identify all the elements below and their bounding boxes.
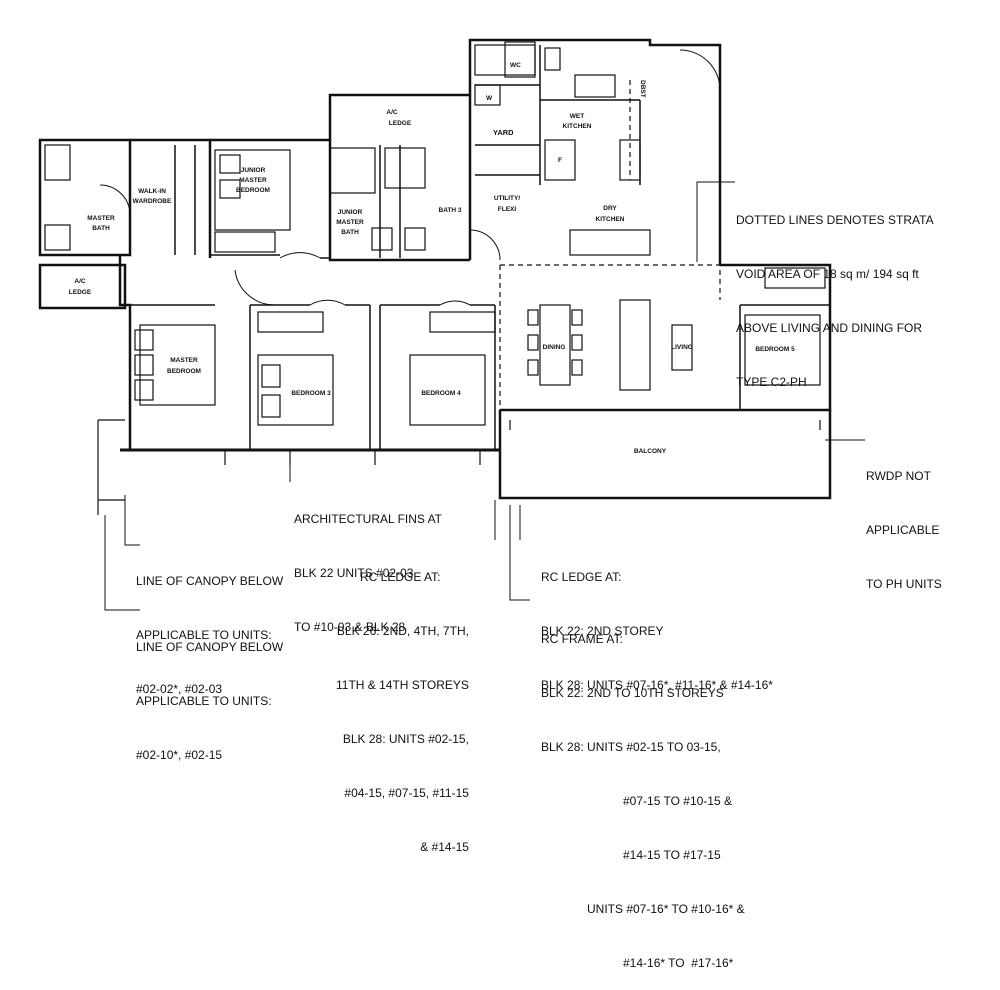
label-jmb-3: BEDROOM [236, 187, 270, 194]
label-dry-kitchen-1: DRY [603, 205, 617, 212]
label-dry-kitchen-2: KITCHEN [596, 216, 625, 223]
note-rc-frame-line-6: UNITS #07-16* TO #10-16* & [587, 902, 745, 916]
note-canopy1-line-1: LINE OF CANOPY BELOW [136, 574, 284, 588]
note-rc-ledge-right-line-2: BLK 22: 2ND STOREY [541, 624, 664, 638]
label-bedroom-3: BEDROOM 3 [291, 390, 331, 397]
label-ac-ledge-top-2: LEDGE [389, 120, 412, 127]
note-rc-frame-line-2: BLK 22: 2ND TO 10TH STOREYS [541, 686, 724, 700]
label-master-bath-2: BATH [92, 225, 110, 232]
note-rc-frame-line-3: BLK 28: UNITS #02-15 TO 03-15, [541, 740, 721, 754]
label-ac-ledge-top-1: A/C [386, 109, 398, 116]
note-rc-ledge-mid-line-2: BLK 26: 2ND, 4TH, 7TH, [336, 624, 469, 638]
label-master-bedroom-2: BEDROOM [167, 368, 201, 375]
note-canopy-2: LINE OF CANOPY BELOW APPLICABLE TO UNITS… [136, 602, 283, 782]
label-jmb-2: MASTER [239, 177, 267, 184]
label-dbst: DBST [639, 80, 646, 98]
note-rc-frame-line-4: #07-15 TO #10-15 & [623, 794, 732, 808]
label-jm-bath-3: BATH [341, 229, 359, 236]
note-rc-ledge-mid-line-4: BLK 28: UNITS #02-15, [342, 732, 469, 746]
doors [99, 49, 721, 306]
walls [38, 38, 832, 500]
note-rc-ledge-mid-line-5: #04-15, #07-15, #11-15 [344, 786, 469, 800]
label-jmb-1: JUNIOR [241, 167, 266, 174]
floor-plan: WC W YARD A/C LEDGE WET KITCHEN F DBST J… [38, 38, 865, 611]
furniture [44, 41, 826, 426]
label-yard: YARD [493, 128, 514, 137]
note-rwdp: RWDP NOT APPLICABLE TO PH UNITS [866, 431, 942, 611]
strata-void-outline [499, 80, 721, 498]
label-jm-bath-2: MASTER [336, 219, 364, 226]
note-rc-ledge-right-line-1: RC LEDGE AT: [541, 570, 622, 584]
label-living: LIVING [671, 344, 693, 351]
note-rc-ledge-mid-line-3: 11TH & 14TH STOREYS [336, 678, 469, 692]
note-canopy2-line-3: #02-10*, #02-15 [136, 748, 223, 762]
note-rc-frame: RC FRAME AT: BLK 22: 2ND TO 10TH STOREYS… [541, 594, 745, 990]
note-rc-ledge-mid: RC LEDGE AT: BLK 26: 2ND, 4TH, 7TH, 11TH… [336, 532, 469, 874]
label-bedroom-5: BEDROOM 5 [755, 346, 795, 353]
label-dining: DINING [543, 344, 566, 351]
note-fins-line-3: TO #10-03 & BLK 28 [294, 620, 406, 634]
note-rc-frame-line-5: #14-15 TO #17-15 [623, 848, 721, 862]
note-rc-frame-line-1: RC FRAME AT: [541, 632, 623, 646]
note-rwdp-line-2: APPLICABLE [866, 523, 940, 537]
label-utility-2: FLEXI [498, 206, 517, 213]
note-strata-line-3: ABOVE LIVING AND DINING FOR [736, 321, 923, 335]
note-strata-void: DOTTED LINES DENOTES STRATA VOID AREA OF… [736, 175, 934, 409]
label-bedroom-4: BEDROOM 4 [421, 390, 461, 397]
note-strata-line-2: VOID AREA OF 18 sq m/ 194 sq ft [736, 267, 919, 281]
note-architectural-fins: ARCHITECTURAL FINS AT BLK 22 UNITS #02-0… [294, 474, 442, 654]
note-strata-line-1: DOTTED LINES DENOTES STRATA [736, 213, 934, 227]
label-wet-kitchen-1: WET [570, 113, 584, 120]
label-master-bedroom-1: MASTER [170, 357, 198, 364]
room-labels: WC W YARD A/C LEDGE WET KITCHEN F DBST J… [69, 62, 795, 455]
label-ac-ledge-left-1: A/C [74, 278, 86, 285]
label-ac-ledge-left-2: LEDGE [69, 289, 92, 296]
note-strata-line-4: TYPE C2-PH [736, 375, 807, 389]
note-rc-ledge-right: RC LEDGE AT: BLK 22: 2ND STOREY BLK 28: … [541, 532, 773, 712]
label-f: F [558, 157, 562, 164]
label-walk-in-1: WALK-IN [138, 188, 166, 195]
note-canopy1-line-2: APPLICABLE TO UNITS: [136, 628, 272, 642]
note-fins-line-2: BLK 22 UNITS #02-03 [294, 566, 414, 580]
note-canopy-1: LINE OF CANOPY BELOW APPLICABLE TO UNITS… [136, 536, 283, 716]
label-w: W [486, 95, 493, 102]
note-rwdp-line-1: RWDP NOT [866, 469, 931, 483]
label-wet-kitchen-2: KITCHEN [563, 123, 592, 130]
note-rc-frame-line-7: #14-16* TO #17-16* [623, 956, 734, 970]
label-walk-in-2: WARDROBE [133, 198, 172, 205]
label-balcony: BALCONY [634, 448, 667, 455]
label-jm-bath-1: JUNIOR [338, 209, 363, 216]
note-rc-ledge-right-line-3: BLK 28: UNITS #07-16*, #11-16* & #14-16* [541, 678, 773, 692]
label-utility-1: UTILITY/ [494, 195, 521, 202]
note-canopy2-line-1: LINE OF CANOPY BELOW [136, 640, 284, 654]
label-master-bath-1: MASTER [87, 215, 115, 222]
note-canopy2-line-2: APPLICABLE TO UNITS: [136, 694, 272, 708]
note-rwdp-line-3: TO PH UNITS [866, 577, 942, 591]
note-canopy1-line-3: #02-02*, #02-03 [136, 682, 223, 696]
label-wc: WC [510, 62, 521, 69]
interior-walls [130, 45, 830, 450]
note-fins-line-1: ARCHITECTURAL FINS AT [294, 512, 443, 526]
note-rc-ledge-mid-line-1: RC LEDGE AT: [360, 570, 441, 584]
label-bath3: BATH 3 [439, 207, 462, 214]
leader-lines [104, 181, 865, 611]
railings-and-fins [97, 419, 821, 515]
note-rc-ledge-mid-line-6: & #14-15 [420, 840, 469, 854]
